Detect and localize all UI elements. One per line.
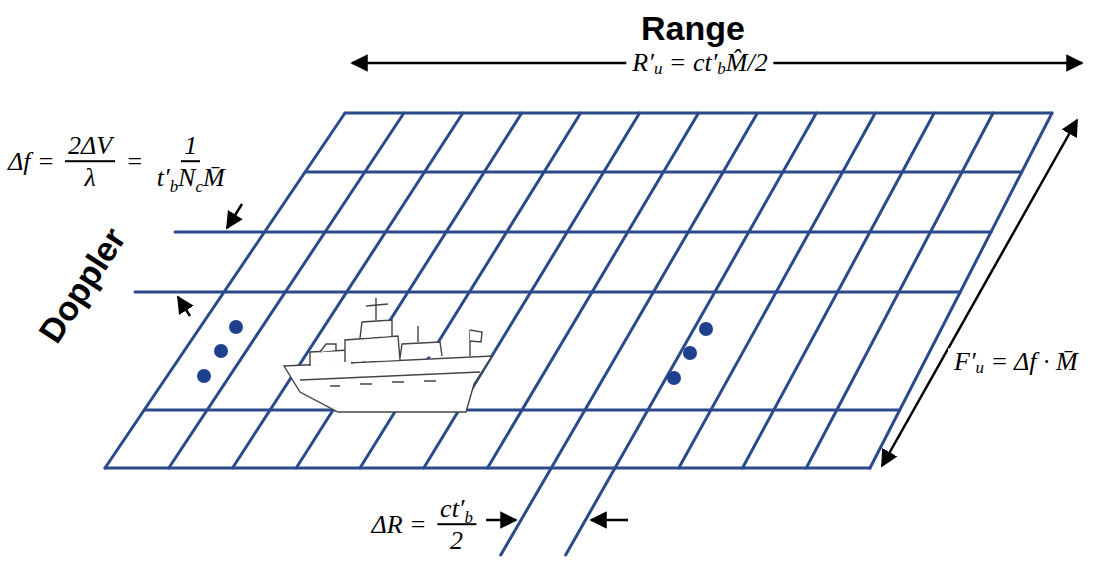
ship-sketch <box>284 298 492 412</box>
grid-line <box>305 171 1022 174</box>
formula-label: ΔR = ct′b2 <box>371 495 480 555</box>
denominator: t′bNcM̄ <box>154 163 228 192</box>
numerator: ct′b <box>437 495 476 525</box>
numerator: 2ΔV <box>65 132 115 162</box>
formula-text: M̂/2 <box>726 49 768 76</box>
grid-line <box>175 231 991 234</box>
grid-line <box>566 468 615 555</box>
grid-line <box>144 409 900 412</box>
formula-text: ct′ <box>440 495 464 522</box>
resolution-pointer <box>486 519 516 522</box>
formula-text: M̄ <box>203 165 225 192</box>
grid-line <box>135 291 960 294</box>
formula-subscript: b <box>465 509 473 527</box>
formula-text: 2ΔV <box>68 132 112 159</box>
formula-label: F′u = Δf · M̄ <box>948 348 1084 375</box>
formula-text: 2 <box>450 528 463 555</box>
formula-subscript: b <box>717 60 725 78</box>
formula-text: = <box>119 148 150 175</box>
grid-lines <box>105 113 1052 555</box>
grid-line <box>345 112 1052 115</box>
fraction: 2ΔV λ <box>65 132 115 192</box>
formula-text: 1 <box>184 132 197 159</box>
scatterer-dots <box>197 320 713 385</box>
denominator: λ <box>81 163 98 192</box>
formula-subscript: c <box>195 178 203 196</box>
formula-text: F′ <box>954 348 976 375</box>
formula-label: Δf = 2ΔV λ = 1 t′bNcM̄ <box>8 132 232 192</box>
formula-subscript: u <box>654 60 662 78</box>
formula-text: R′ <box>632 49 654 76</box>
formula-text: λ <box>84 165 95 192</box>
formula-text: = ct′ <box>662 49 717 76</box>
grid-line <box>105 467 870 470</box>
resolution-pointer <box>178 297 190 316</box>
numerator: 1 <box>181 132 200 162</box>
formula-text: Δf = <box>8 148 61 175</box>
formula-subscript: b <box>170 178 178 196</box>
formula-text: = Δf · M̄ <box>984 348 1078 375</box>
formula-text: t′ <box>157 165 170 192</box>
formula-text: N <box>178 165 195 192</box>
formula-text: ΔR = <box>371 511 433 538</box>
formula-subscript: u <box>976 359 984 377</box>
grid-line <box>501 468 552 555</box>
resolution-pointer <box>227 204 242 228</box>
formula-label: R′u = ct′bM̂/2 <box>626 49 773 76</box>
denominator: 2 <box>447 526 466 555</box>
axis-title: Range <box>641 11 745 45</box>
doppler-extent-arrow <box>882 120 1077 466</box>
fraction: ct′b2 <box>437 495 476 555</box>
axis-title: Doppler <box>33 222 131 348</box>
fraction: 1 t′bNcM̄ <box>154 132 228 192</box>
resolution-pointer <box>591 519 628 522</box>
